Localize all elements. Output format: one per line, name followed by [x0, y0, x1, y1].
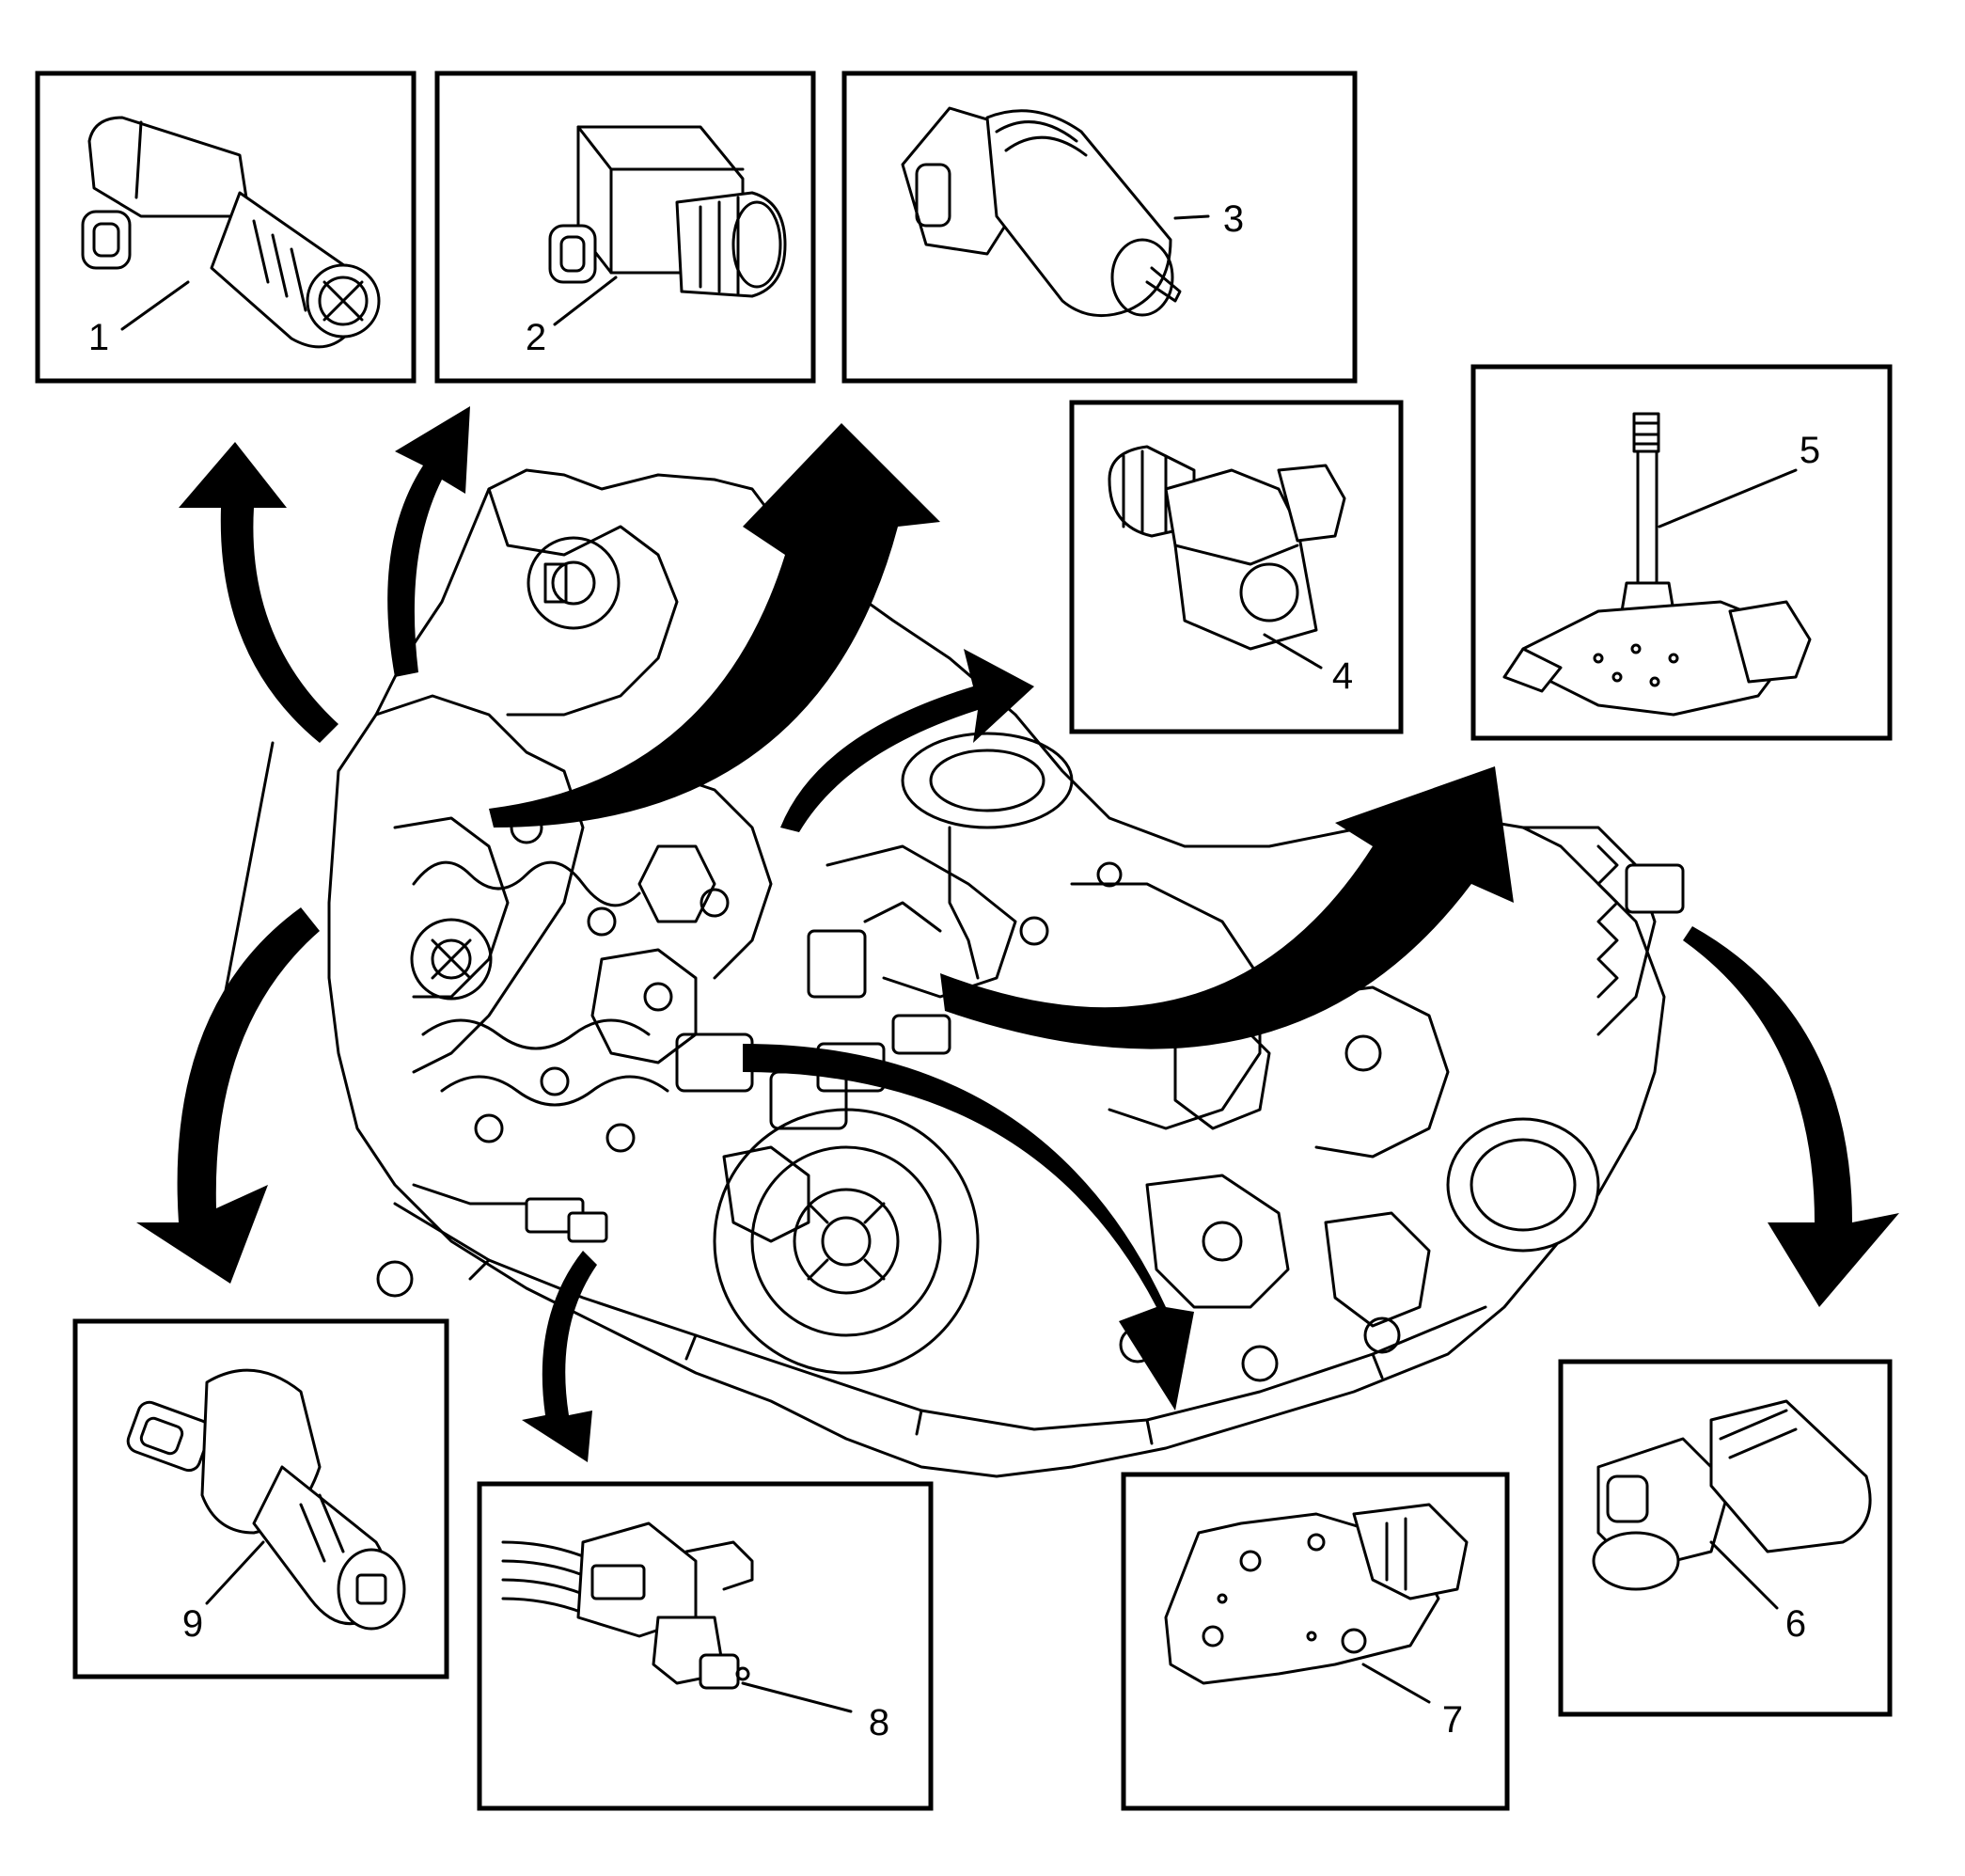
callout-5: 5	[1800, 430, 1820, 471]
arrow-to-6	[1683, 926, 1899, 1307]
callout-7: 7	[1442, 1699, 1463, 1741]
arrow-to-7	[743, 1044, 1194, 1411]
component-panel-4: 4	[1069, 400, 1404, 734]
callout-6: 6	[1785, 1603, 1806, 1645]
position-switch-5-drawing	[1502, 412, 1812, 717]
pressure-switch-7-drawing	[1164, 1503, 1469, 1685]
solenoid-9-drawing	[126, 1368, 406, 1631]
transmission-assembly	[327, 468, 1685, 1478]
speed-sensor-3-drawing	[901, 106, 1182, 318]
callout-1: 1	[88, 317, 109, 358]
arrow-to-1	[179, 442, 338, 743]
callout-8: 8	[869, 1702, 889, 1743]
arrow-to-8	[522, 1251, 597, 1462]
component-panel-7: 7	[1121, 1472, 1510, 1811]
component-panel-9: 9	[72, 1318, 449, 1679]
sensor-4-drawing	[1108, 445, 1346, 651]
arrow-to-3	[489, 423, 940, 828]
arrows	[136, 406, 1899, 1462]
arrow-to-5	[940, 766, 1514, 1049]
arrow-to-9	[136, 907, 320, 1284]
connector-8-drawing	[501, 1521, 754, 1690]
component-panel-3: 3	[841, 71, 1358, 384]
component-panel-2: 2	[434, 71, 816, 384]
callout-2: 2	[526, 317, 546, 358]
callout-3: 3	[1223, 198, 1244, 240]
solenoid-2-drawing	[548, 125, 787, 298]
guide-lines	[219, 741, 275, 1017]
component-panel-1: 1	[35, 71, 417, 384]
component-panel-8: 8	[477, 1481, 934, 1811]
solenoid-1-drawing	[81, 116, 381, 349]
callout-9: 9	[182, 1603, 203, 1645]
arrow-to-4	[780, 649, 1034, 832]
speed-sensor-6-drawing	[1592, 1399, 1872, 1591]
component-panel-5: 5	[1470, 364, 1893, 741]
component-panel-6: 6	[1558, 1359, 1893, 1717]
callout-4: 4	[1332, 655, 1353, 697]
arrow-to-2	[387, 406, 470, 677]
